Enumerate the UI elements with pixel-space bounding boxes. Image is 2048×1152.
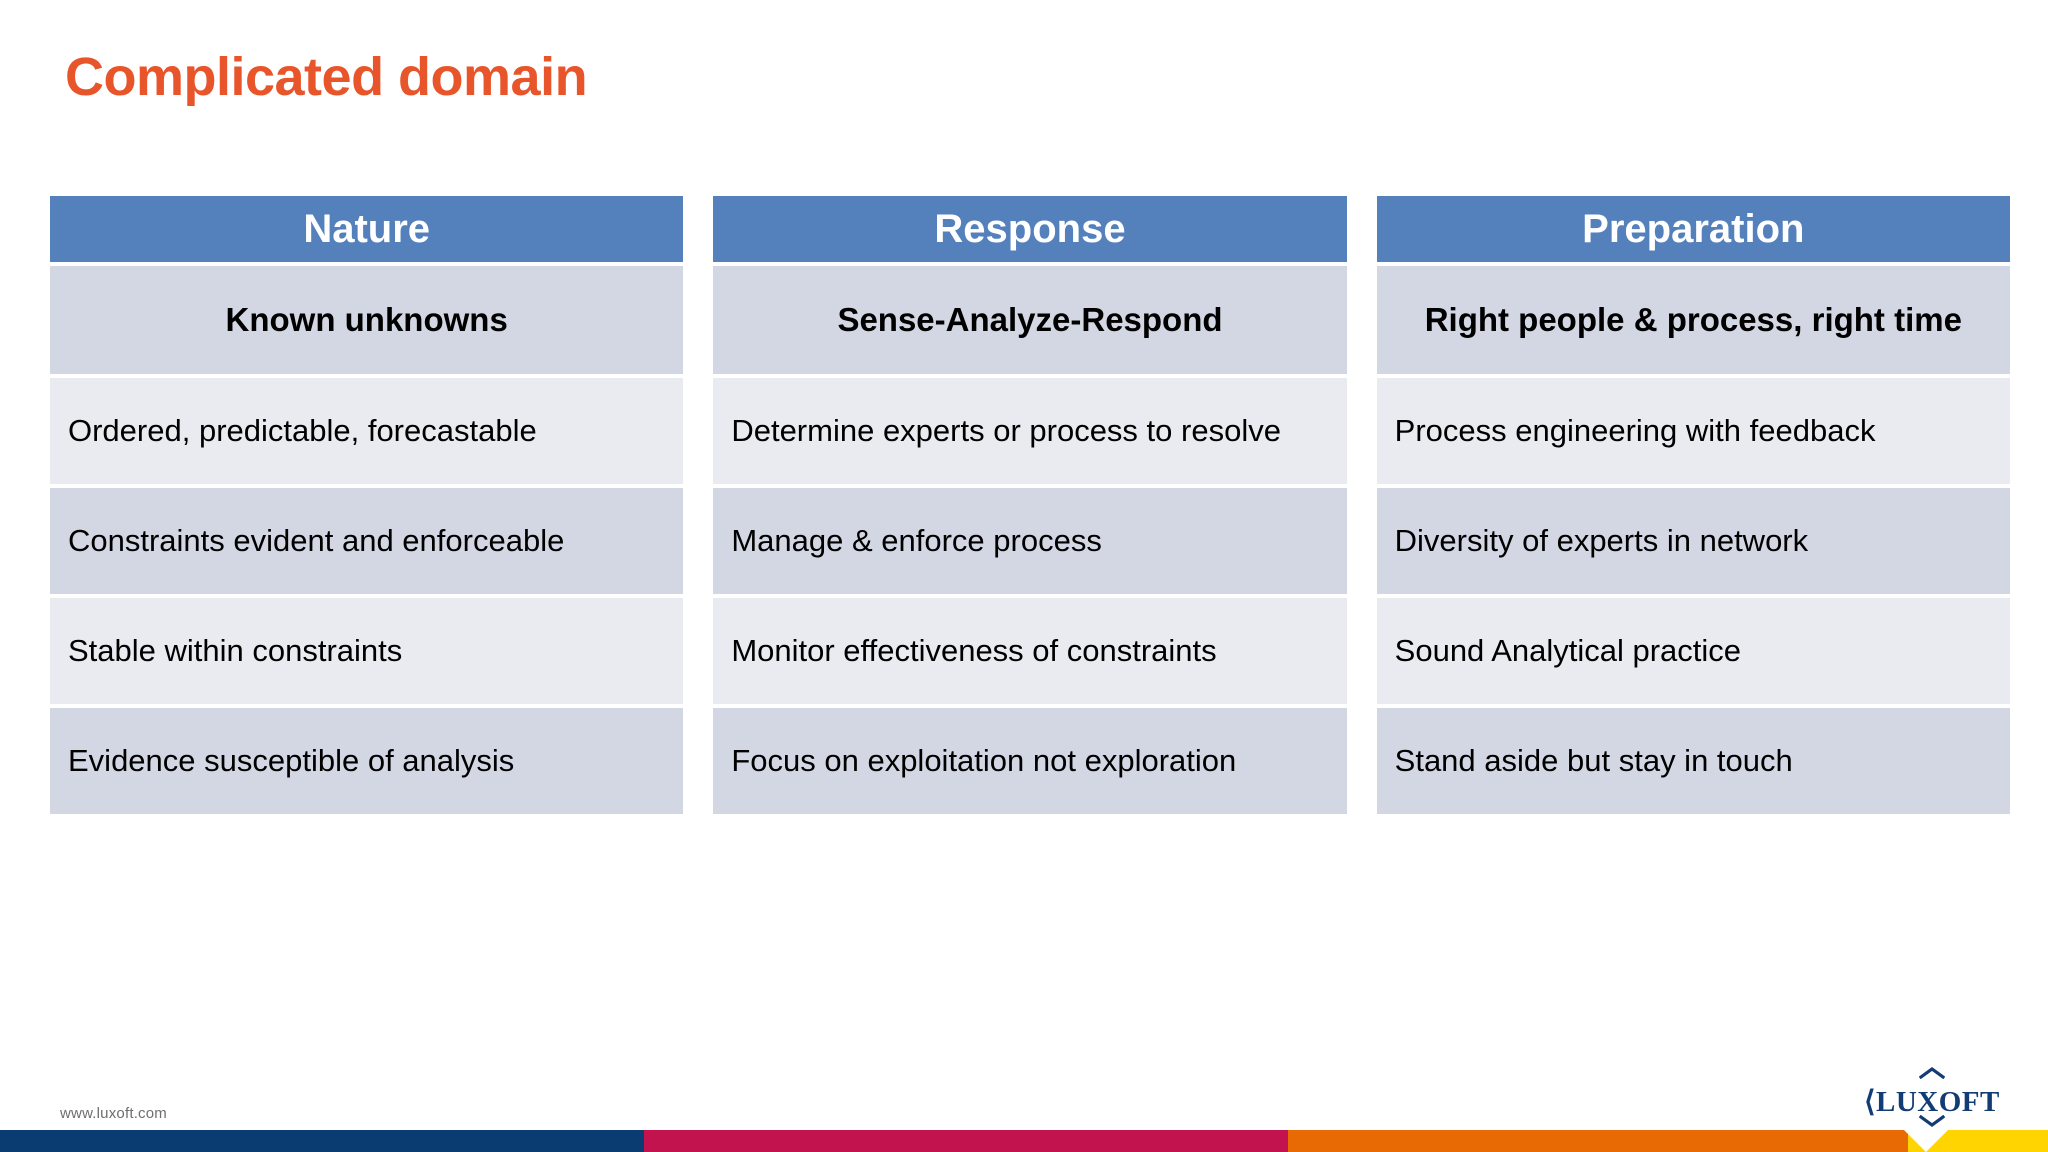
column-header-nature: Nature [50, 196, 684, 262]
column-subheader-preparation: Right people & process, right time [1376, 266, 2010, 374]
table-cell: Evidence susceptible of analysis [50, 708, 684, 814]
luxoft-logo: ⟨LUXOFT [1852, 1066, 2012, 1128]
table-cell: Determine experts or process to resolve [713, 378, 1347, 484]
color-bar-segment-crimson [644, 1130, 1288, 1152]
page-title: Complicated domain [65, 47, 588, 107]
column-header-response: Response [713, 196, 1347, 262]
color-bar-segment-yellow [1908, 1130, 2048, 1152]
chevron-down-icon [1918, 1114, 1946, 1127]
chevron-up-icon [1918, 1066, 1946, 1080]
table-cell: Sound Analytical practice [1376, 598, 2010, 704]
column-subheader-nature: Known unknowns [50, 266, 684, 374]
table-cell: Ordered, predictable, forecastable [50, 378, 684, 484]
footer-website-url: www.luxoft.com [60, 1105, 167, 1122]
domain-matrix-table: Nature Known unknowns Ordered, predictab… [50, 196, 2010, 814]
table-cell: Stable within constraints [50, 598, 684, 704]
column-header-preparation: Preparation [1376, 196, 2010, 262]
logo-wordmark: ⟨LUXOFT [1852, 1084, 2012, 1119]
table-cell: Manage & enforce process [713, 488, 1347, 594]
table-cell: Constraints evident and enforceable [50, 488, 684, 594]
logo-left-chevron-icon: ⟨ [1864, 1086, 1876, 1118]
matrix-column-nature: Nature Known unknowns Ordered, predictab… [50, 196, 684, 814]
matrix-column-preparation: Preparation Right people & process, righ… [1376, 196, 2010, 814]
color-bar-segment-orange [1288, 1130, 1908, 1152]
color-bar-segment-blue [0, 1130, 644, 1152]
column-subheader-response: Sense-Analyze-Respond [713, 266, 1347, 374]
logo-wordmark-text: LUXOFT [1875, 1086, 2000, 1118]
brand-color-bar [0, 1130, 2048, 1152]
table-cell: Diversity of experts in network [1376, 488, 2010, 594]
matrix-column-response: Response Sense-Analyze-Respond Determine… [713, 196, 1347, 814]
table-cell: Monitor effectiveness of constraints [713, 598, 1347, 704]
table-cell: Stand aside but stay in touch [1376, 708, 2010, 814]
table-cell: Process engineering with feedback [1376, 378, 2010, 484]
table-cell: Focus on exploitation not exploration [713, 708, 1347, 814]
